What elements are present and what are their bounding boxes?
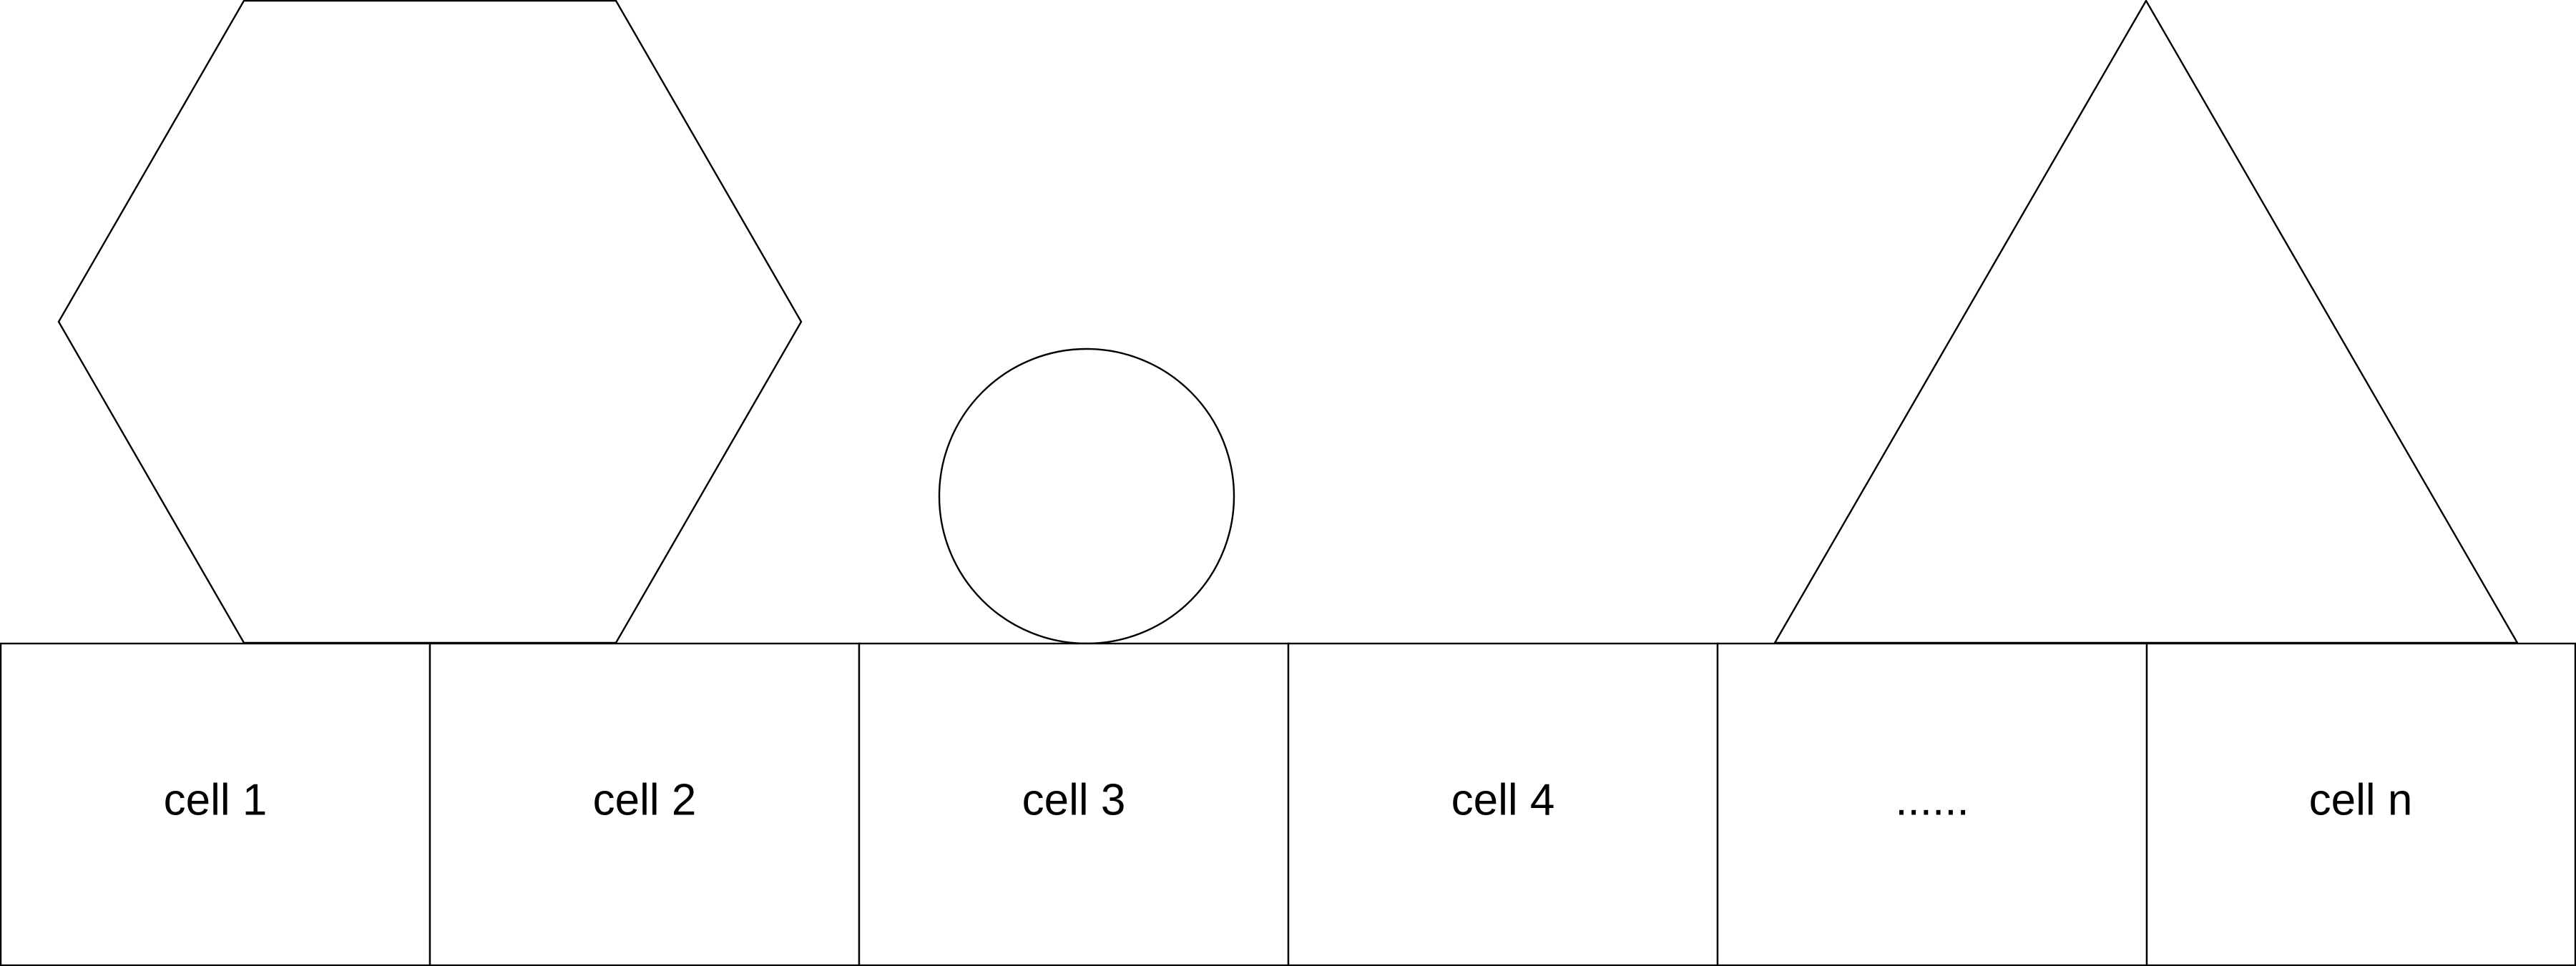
cell-label: cell 3 (1022, 775, 1126, 824)
cell-box (2145, 642, 2576, 966)
cell-label: cell 4 (1451, 775, 1555, 824)
circle-shape (938, 348, 1235, 645)
cell-2: cell 2 (428, 642, 861, 966)
cell-1: cell 1 (0, 642, 431, 966)
cell-4: cell 4 (1287, 642, 1719, 966)
cell-row: cell 1 cell 2 cell 3 cell 4 ...... cell … (0, 642, 2576, 966)
cell-n: cell n (2145, 642, 2576, 966)
hexagon-shape (57, 0, 803, 644)
cell-3: cell 3 (858, 642, 1290, 966)
cell-label: cell n (2309, 775, 2413, 824)
cell-box (858, 642, 1290, 966)
cell-box (0, 642, 431, 966)
triangle-shape (1773, 0, 2519, 644)
cell-box (1716, 642, 2148, 966)
cell-box (428, 642, 861, 966)
cell-box (1287, 642, 1719, 966)
cell-label: cell 1 (164, 775, 268, 824)
cell-label: cell 2 (593, 775, 697, 824)
cell-label: ...... (1895, 775, 1969, 824)
cell-ellipsis: ...... (1716, 642, 2148, 966)
